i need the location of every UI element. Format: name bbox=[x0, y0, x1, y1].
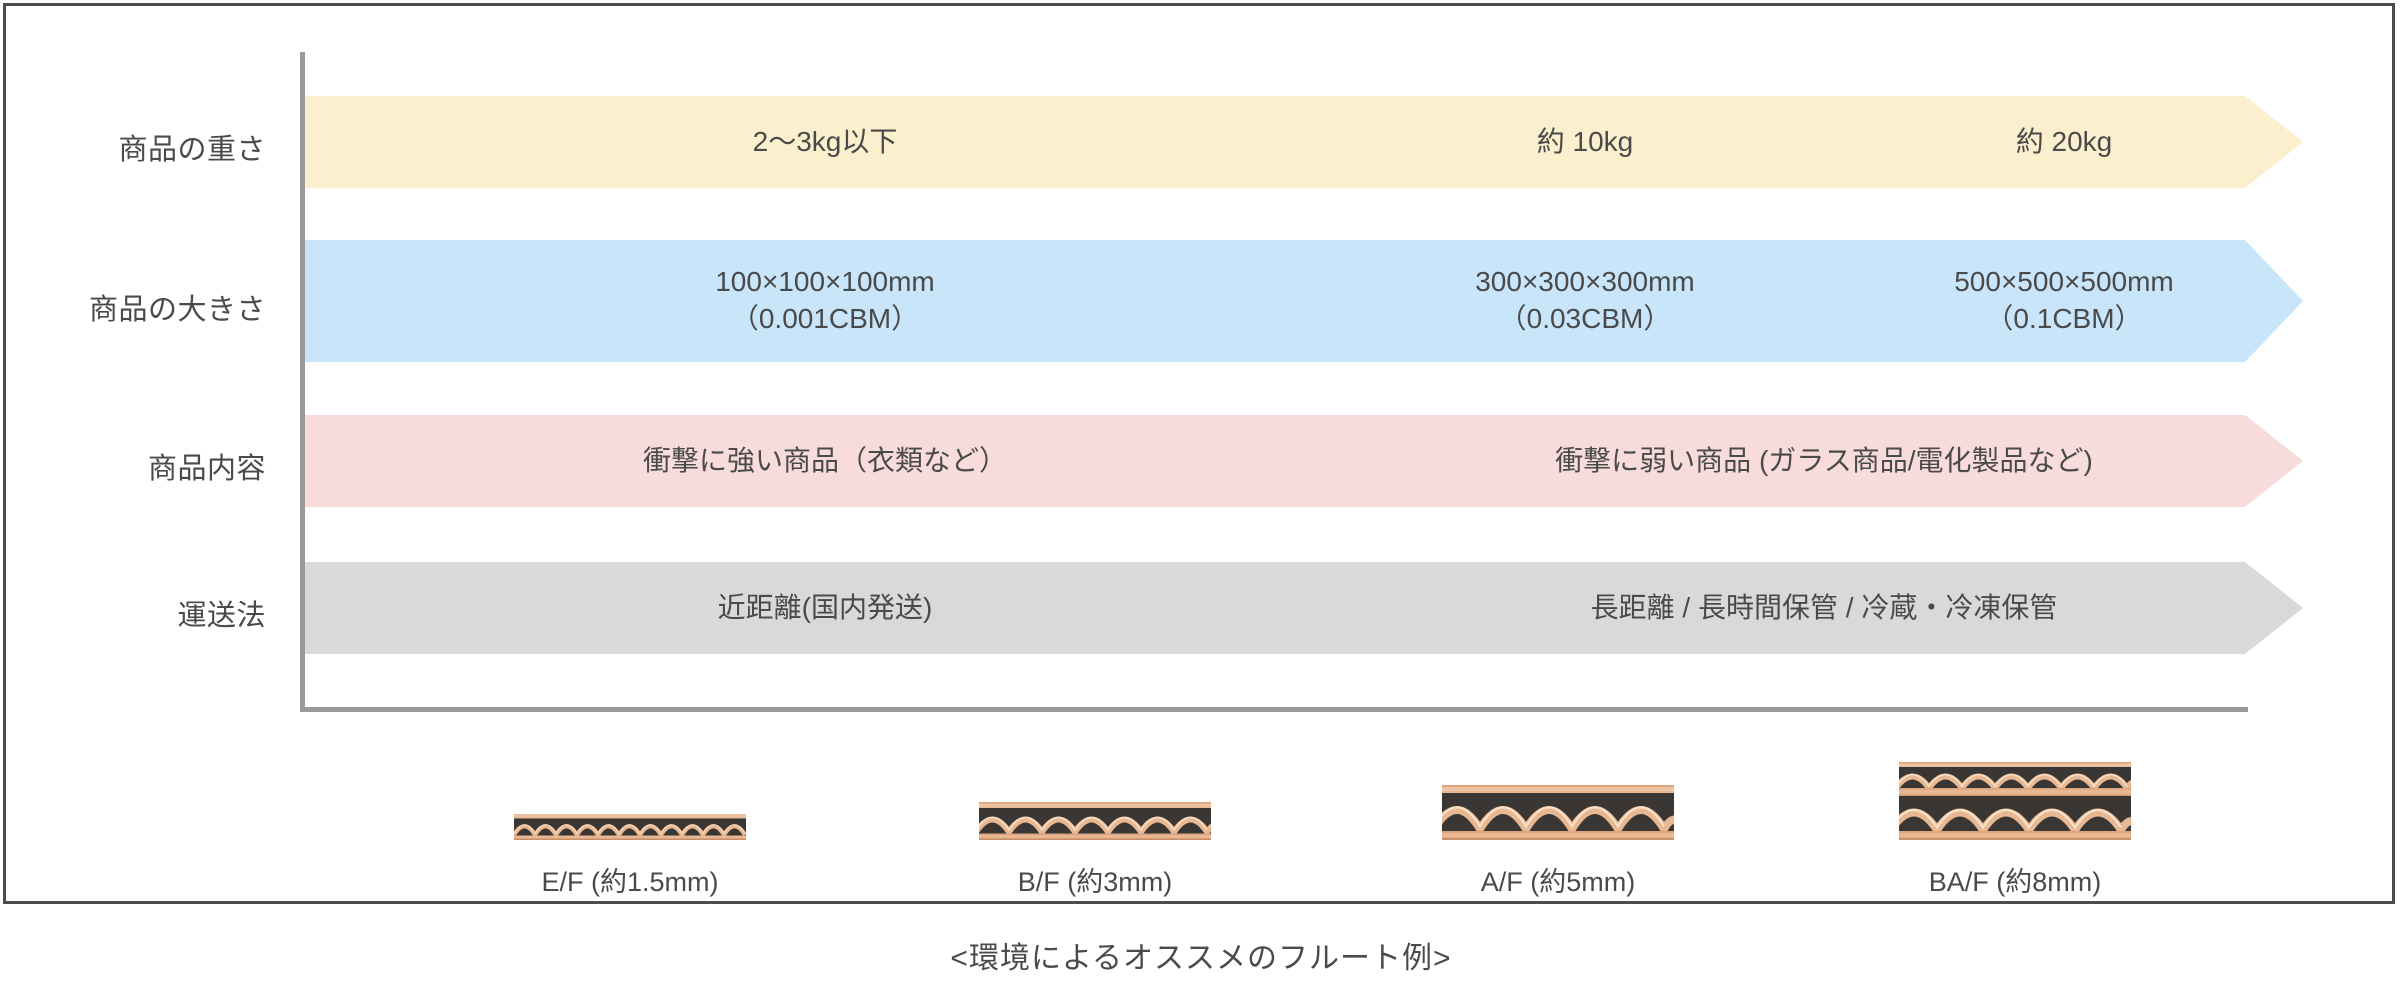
band-content-body bbox=[305, 415, 2245, 507]
band-size-body bbox=[305, 240, 2245, 362]
flute-caption-af: A/F (約5mm) bbox=[1480, 867, 1636, 897]
flute-column-ef: E/F (約1.5mm) bbox=[470, 736, 790, 899]
cell-content-2: 衝撃に弱い商品 (ガラス商品/電化製品など) bbox=[1555, 444, 2093, 476]
flute-illustration-af bbox=[1398, 736, 1718, 846]
corrugated-board-icon bbox=[1442, 785, 1674, 840]
band-weight-arrowhead bbox=[2245, 96, 2303, 188]
cell-weight-3: 約 20kg bbox=[2015, 125, 2113, 157]
y-axis-line bbox=[300, 52, 305, 712]
cell-shipping-2: 長距離 / 長時間保管 / 冷蔵・冷凍保管 bbox=[1590, 591, 2058, 623]
row-label-weight: 商品の重さ bbox=[118, 134, 266, 166]
row-label-size: 商品の大きさ bbox=[88, 294, 266, 326]
flute-illustration-ef bbox=[470, 736, 790, 846]
corrugated-board-icon bbox=[979, 802, 1211, 840]
band-content-cells: 衝撃に強い商品（衣類など） 衝撃に弱い商品 (ガラス商品/電化製品など) bbox=[305, 415, 2303, 507]
flute-illustration-bf bbox=[935, 736, 1255, 846]
band-weight-body bbox=[305, 96, 2245, 188]
flute-caption-bf: B/F (約3mm) bbox=[1017, 867, 1173, 897]
corrugated-board-icon bbox=[514, 814, 746, 840]
cell-weight-1: 2〜3kg以下 bbox=[752, 125, 898, 157]
flute-caption-ef: E/F (約1.5mm) bbox=[541, 867, 719, 897]
cell-content-1: 衝撃に強い商品（衣類など） bbox=[642, 444, 1007, 476]
flute-column-bf: B/F (約3mm) bbox=[935, 736, 1255, 899]
band-content-arrowhead bbox=[2245, 415, 2303, 507]
row-label-content: 商品内容 bbox=[147, 453, 266, 485]
flute-caption-baf: BA/F (約8mm) bbox=[1928, 867, 2102, 897]
band-size-arrowhead bbox=[2245, 240, 2303, 362]
cell-size-1: 100×100×100mm （0.001CBM） bbox=[715, 266, 935, 334]
x-axis-line bbox=[300, 707, 2248, 712]
double-wall-corrugated-board-icon bbox=[1899, 762, 2131, 840]
flute-illustration-baf bbox=[1855, 736, 2175, 846]
cell-size-2: 300×300×300mm （0.03CBM） bbox=[1475, 266, 1695, 334]
band-shipping-arrowhead bbox=[2245, 562, 2303, 654]
cell-size-3: 500×500×500mm （0.1CBM） bbox=[1954, 266, 2174, 334]
band-shipping-body bbox=[305, 562, 2245, 654]
row-label-shipping: 運送法 bbox=[177, 600, 266, 632]
band-size-cells: 100×100×100mm （0.001CBM） 300×300×300mm （… bbox=[305, 240, 2303, 362]
flute-column-baf: BA/F (約8mm) bbox=[1855, 736, 2175, 899]
figure-caption: <環境によるオススメのフルート例> bbox=[950, 942, 1452, 975]
cell-weight-2: 約 10kg bbox=[1536, 125, 1634, 157]
flute-column-af: A/F (約5mm) bbox=[1398, 736, 1718, 899]
band-weight-cells: 2〜3kg以下 約 10kg 約 20kg bbox=[305, 96, 2303, 188]
cell-shipping-1: 近距離(国内発送) bbox=[717, 591, 933, 623]
figure-border bbox=[3, 3, 2395, 904]
band-shipping-cells: 近距離(国内発送) 長距離 / 長時間保管 / 冷蔵・冷凍保管 bbox=[305, 562, 2303, 654]
